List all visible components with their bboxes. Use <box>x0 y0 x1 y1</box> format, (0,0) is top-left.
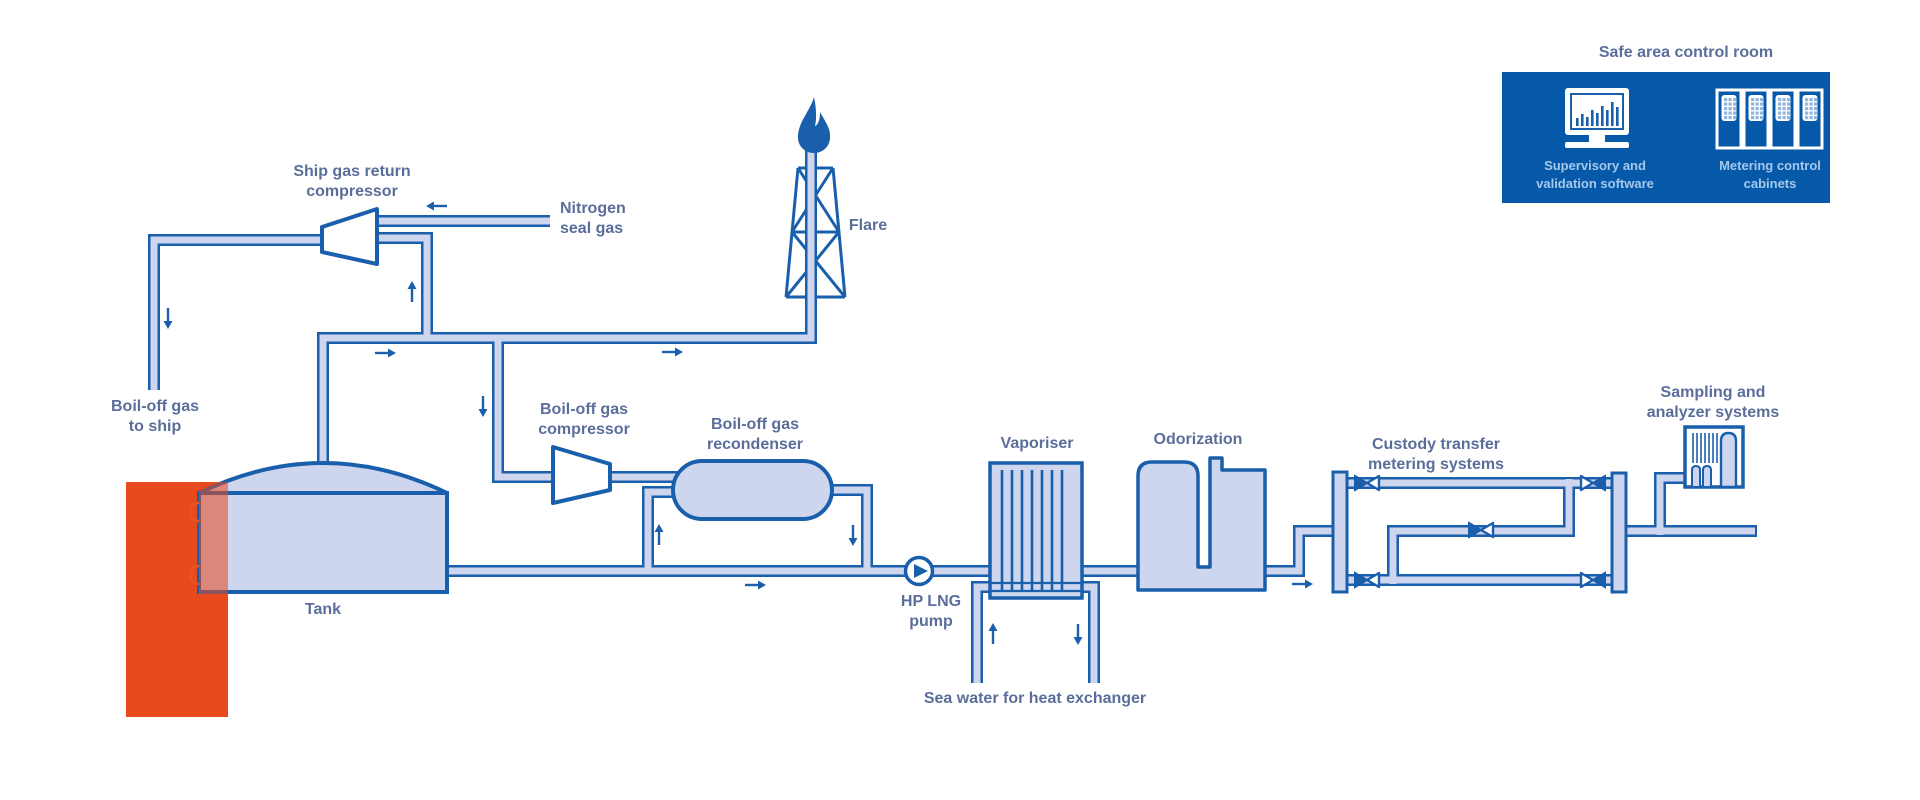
label-custody-transfer: Custody transfer metering systems <box>1367 436 1505 473</box>
label-flare: Flare <box>848 217 888 234</box>
vaporiser-icon <box>988 461 1084 600</box>
recondenser-icon <box>671 459 834 521</box>
label-nitrogen-seal-gas: Nitrogen seal gas <box>560 200 626 237</box>
odorization-icon <box>1136 456 1267 592</box>
flare-flame-icon <box>797 97 831 153</box>
label-boil-off-gas-to-ship: Boil-off gas to ship <box>111 398 199 435</box>
label-control-room-title: Safe area control room <box>1598 44 1774 61</box>
monitor-icon <box>1565 88 1629 148</box>
label-sampling-analyzer: Sampling and analyzer systems <box>1646 384 1780 421</box>
label-supervisory-software: Supervisory and validation software <box>1536 158 1654 191</box>
label-ship-gas-return-compressor: Ship gas return compressor <box>293 163 411 200</box>
ship-gas-return-compressor-icon <box>320 207 379 266</box>
tank-manhole-icons <box>188 501 200 586</box>
hazard-zone-overlap <box>199 482 228 594</box>
boil-off-gas-compressor-icon <box>551 445 612 505</box>
pipes-core <box>150 150 1755 683</box>
cabinets-icon <box>1715 88 1824 150</box>
label-metering-cabinets: Metering control cabinets <box>1719 158 1821 191</box>
metering-manifold-left <box>1331 470 1349 594</box>
label-hp-lng-pump: HP LNG pump <box>900 593 962 630</box>
label-recondenser: Boil-off gas recondenser <box>706 416 804 453</box>
analyzer-cabinet-icon <box>1683 425 1745 489</box>
hp-lng-pump-icon <box>903 555 935 587</box>
label-sea-water: Sea water for heat exchanger <box>923 690 1147 707</box>
label-boil-off-gas-compressor: Boil-off gas compressor <box>538 401 630 438</box>
tank <box>197 461 449 594</box>
metering-manifold-right <box>1610 471 1628 594</box>
label-vaporiser: Vaporiser <box>1000 435 1074 452</box>
label-tank: Tank <box>304 601 342 618</box>
label-odorization: Odorization <box>1153 431 1243 448</box>
control-room-panel <box>1502 72 1830 203</box>
